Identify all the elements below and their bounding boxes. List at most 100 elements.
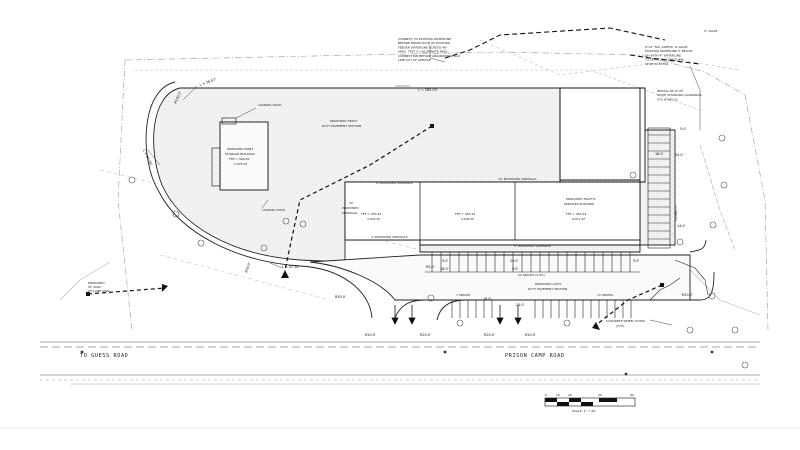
bay-left-ffe: FFE = 363.24 [361, 212, 381, 216]
sign-note-line: TO LANE SIGN [87, 289, 109, 293]
road-label-left: TO GUESS ROAD [80, 353, 128, 359]
dim-18a: 18.0' [440, 267, 449, 271]
tap-note-line: STUB 30 EXTRA [645, 62, 669, 66]
tap-note-line: TO SERVE BUILDINGS ## [644, 58, 684, 62]
scale-tick-0: 0 [545, 393, 547, 397]
scale-tick-60: 60 [630, 393, 634, 397]
bay-mid-ffe: FFE = 363.24 [455, 212, 475, 216]
waterline-note-line: FEEDER WATERLINE ACROSS 48" [398, 45, 448, 49]
prison-camp-road [0, 341, 800, 429]
wheel-stops-label-2: (TYP) [616, 324, 624, 328]
dim-l-left2: L = 84.66' [142, 149, 153, 167]
wheel-stops-label-1: CONCRETE WHEEL STOPS [606, 319, 645, 323]
traffic-name-1: PROPOSED TRAFFIC [566, 197, 596, 201]
dim-r-left: R100.0' [173, 91, 182, 105]
waterline-note-line: BEFORE DEMOLITION OF EXISTING [398, 41, 451, 45]
traffic-services-building [344, 87, 646, 246]
dim-r-entr3: R20.0' [484, 333, 495, 337]
dim-l-left: L = 16.67' [199, 77, 217, 87]
light-pavement-label-1: PROPOSED LIGHT [535, 282, 562, 286]
traffic-name-2: SERVICES BUILDING [564, 202, 595, 206]
dim-r-small: R5.0' [426, 265, 435, 269]
utility-poles [80, 350, 714, 376]
sidewalk-10: 10' PROPOSED SIDEWALK [498, 177, 538, 181]
dim-18c: 18.0' [655, 152, 664, 156]
waterline-note-line: CONNECT TO EXISTING WATERLINE [398, 37, 451, 41]
waterline [444, 27, 701, 65]
sign-note-line: ST. SIGN [88, 285, 101, 289]
sidewalk-side-3: SIDEWALK [342, 211, 359, 215]
north-parking-row [425, 251, 640, 273]
dim-9b: 9.0' [512, 267, 518, 271]
tap-note: 6"x4" TAP, SLEEVE, & VALVE.EXISTING WATE… [644, 45, 693, 66]
scale-tick-40: 40 [598, 393, 602, 397]
guardrail-note-line: STD # 862.01 [657, 97, 678, 101]
bay-mid-area: 3,046 SF [461, 217, 474, 221]
entrance-arrows [391, 305, 522, 325]
waterline-note-line: CONNECTION BEFORE ABANDONING OLD [398, 54, 461, 58]
dim-r-entr2: R20.0' [420, 333, 431, 337]
dim-l-top: L = 285.00' [418, 88, 438, 92]
dim-9c: 9.0' [633, 259, 639, 263]
parking-13-label: 13 SPACES [597, 293, 613, 297]
waterline-note-line: AREA. TEST & CHLORINATE NEW [398, 50, 447, 54]
bay-right-ffe: FFE = 363.24 [566, 212, 586, 216]
guardrail-note-line: STATE STANDARD GUARDRAIL [657, 93, 702, 97]
waterline-note-line: LINE OUT OF SERVICE [398, 58, 431, 62]
east-parking-strip [647, 127, 671, 249]
scale-bar [544, 397, 636, 407]
scale-label: SCALE: 1" = 20' [572, 409, 596, 413]
road-label-main: PRISON CAMP ROAD [505, 353, 565, 359]
heavy-pavement-label-2: DUTY PAVEMENT SECTION [322, 124, 361, 128]
utility-markers [86, 124, 664, 330]
dim-r-curve: R20.0' [682, 293, 693, 297]
light-pavement-label-2: DUTY PAVEMENT SECTION [528, 287, 567, 291]
sign-note-line: PROPOSED [88, 281, 105, 285]
parking-22-label: 22 SPACES (3 HC) [518, 273, 545, 277]
sidewalk-4-top: 4' PROPOSED SIDEWALK [376, 181, 414, 185]
dim-24a: 24.0' [510, 259, 519, 263]
sidewalk-side-1: 10' [349, 201, 354, 205]
light-duty-pavement [309, 254, 691, 301]
dim-l-bottom: L = 47.38' [282, 265, 300, 269]
existing-trees [128, 134, 749, 369]
loading-dock-label-top: LOADING DOCK [258, 103, 282, 107]
valve-label: 4" VALVE [704, 29, 718, 33]
sidewalk-4-bottom: 4' PROPOSED SIDEWALK [371, 235, 409, 239]
paint-storage-name-2: STORAGE BUILDING [225, 152, 255, 156]
tap-note-line: EXISTING WATERLINE 5' BELOW [645, 49, 693, 53]
leader-lines [147, 45, 701, 326]
dim-r-bottom: R50.0' [244, 262, 251, 274]
guardrail-note-line: INSTALL 80 LF OF [657, 89, 683, 93]
dim-r-entr4: R20.0' [525, 333, 536, 337]
dim-5: 5.0' [680, 127, 686, 131]
dim-24c: 24.0' [675, 153, 684, 157]
dim-9a: 9.0' [442, 259, 448, 263]
sidewalk-5: 5' PROPOSED SIDEWALK [514, 244, 552, 248]
paint-storage-ffe: FFE = 366.50 [229, 157, 249, 161]
utility-leads [87, 125, 663, 326]
south-parking-rows [445, 259, 709, 318]
scale-tick-10: 10 [556, 393, 560, 397]
dim-24b: 24.0' [516, 303, 525, 307]
sidewalk-side-2: PROPOSED [342, 206, 359, 210]
heavy-pavement-label-1: PROPOSED HEAVY [330, 119, 358, 123]
curb-line [145, 81, 715, 321]
paint-storage-name-1: PROPOSED PAINT [227, 147, 253, 151]
parking-12-label: 12 SPACES [674, 205, 678, 221]
scale-tick-20: 20 [568, 393, 572, 397]
dim-18b: 18.0' [483, 297, 492, 301]
tap-note-line: OH WITH 4" WATERLINE [645, 53, 681, 57]
bay-left-area: 3,000 SF [367, 217, 380, 221]
tap-note-line: 6"x4" TAP, SLEEVE, & VALVE. [645, 45, 688, 49]
paint-storage-building [211, 117, 269, 191]
dim-r-entr1: R20.0' [365, 333, 376, 337]
dim-14: 14.0' [677, 224, 686, 228]
bay-right-area: 8,971 SF [572, 217, 585, 221]
paint-storage-area: 2,576 SF [234, 162, 247, 166]
loading-dock-label-bottom: LOADING DOCK [262, 208, 286, 212]
